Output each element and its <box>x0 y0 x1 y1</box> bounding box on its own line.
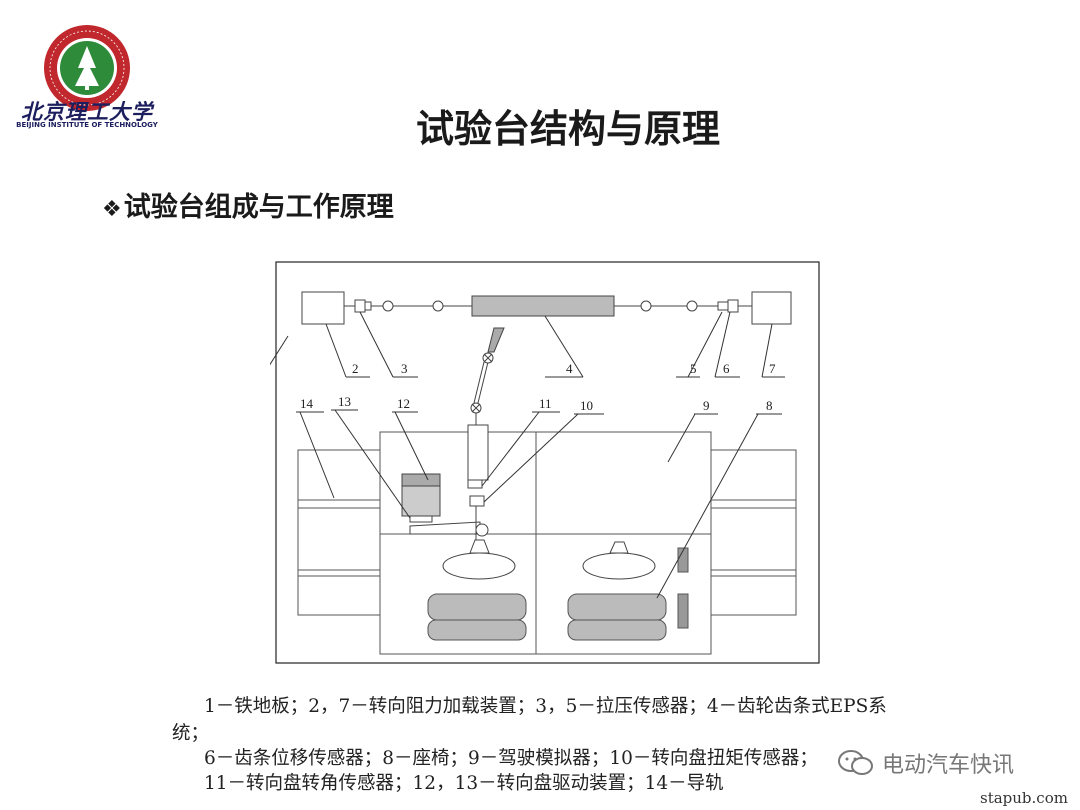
label-10: 10 <box>580 398 593 413</box>
iron-floor-frame <box>275 261 820 664</box>
label-5: 5 <box>690 361 697 376</box>
label-8: 8 <box>766 398 773 413</box>
logo-english-name: BEIJING INSTITUTE OF TECHNOLOGY <box>16 121 158 129</box>
label-7: 7 <box>769 361 776 376</box>
logo-chinese-name: 北京理工大学 <box>21 99 153 124</box>
caption-line-2: 统； <box>172 723 210 744</box>
university-logo <box>44 25 130 111</box>
leader-lines <box>270 311 785 599</box>
caption-line-3: 6－齿条位移传感器；8－座椅；9－驾驶模拟器；10－转向盘扭矩传感器； <box>204 748 818 769</box>
page-title: 试验台结构与原理 <box>415 107 720 151</box>
label-14: 14 <box>300 396 314 411</box>
label-12: 12 <box>397 396 410 411</box>
watermark-text: 电动汽车快讯 <box>882 753 1015 778</box>
label-9: 9 <box>703 398 710 413</box>
label-13: 13 <box>338 394 351 409</box>
site-watermark: stapub.com <box>980 789 1068 807</box>
steering-drive-device <box>401 473 489 537</box>
label-4: 4 <box>566 361 573 376</box>
diamond-bullet-icon: ❖ <box>102 197 122 222</box>
eps-rack-system <box>301 291 792 325</box>
section-heading-text: 试验台组成与工作原理 <box>123 192 394 223</box>
steering-column <box>467 327 505 540</box>
label-3: 3 <box>401 361 408 376</box>
seats <box>427 547 689 641</box>
label-2: 2 <box>352 361 359 376</box>
caption-line-1: 1－铁地板；2，7－转向阻力加载装置；3，5－拉压传感器；4－齿轮齿条式EPS系 <box>204 696 887 717</box>
label-11: 11 <box>539 396 552 411</box>
wechat-icon <box>838 750 873 775</box>
wechat-watermark: 电动汽车快讯 <box>836 748 1014 778</box>
steering-wheels <box>442 539 656 580</box>
label-6: 6 <box>723 361 730 376</box>
guide-rails <box>297 449 797 616</box>
section-heading: ❖试验台组成与工作原理 <box>102 185 394 224</box>
caption-line-4: 11－转向盘转角传感器；12，13－转向盘驱动装置；14－导轨 <box>204 773 724 794</box>
test-bench-diagram: 1 2 3 4 5 6 7 8 9 10 11 12 13 14 <box>270 261 820 664</box>
